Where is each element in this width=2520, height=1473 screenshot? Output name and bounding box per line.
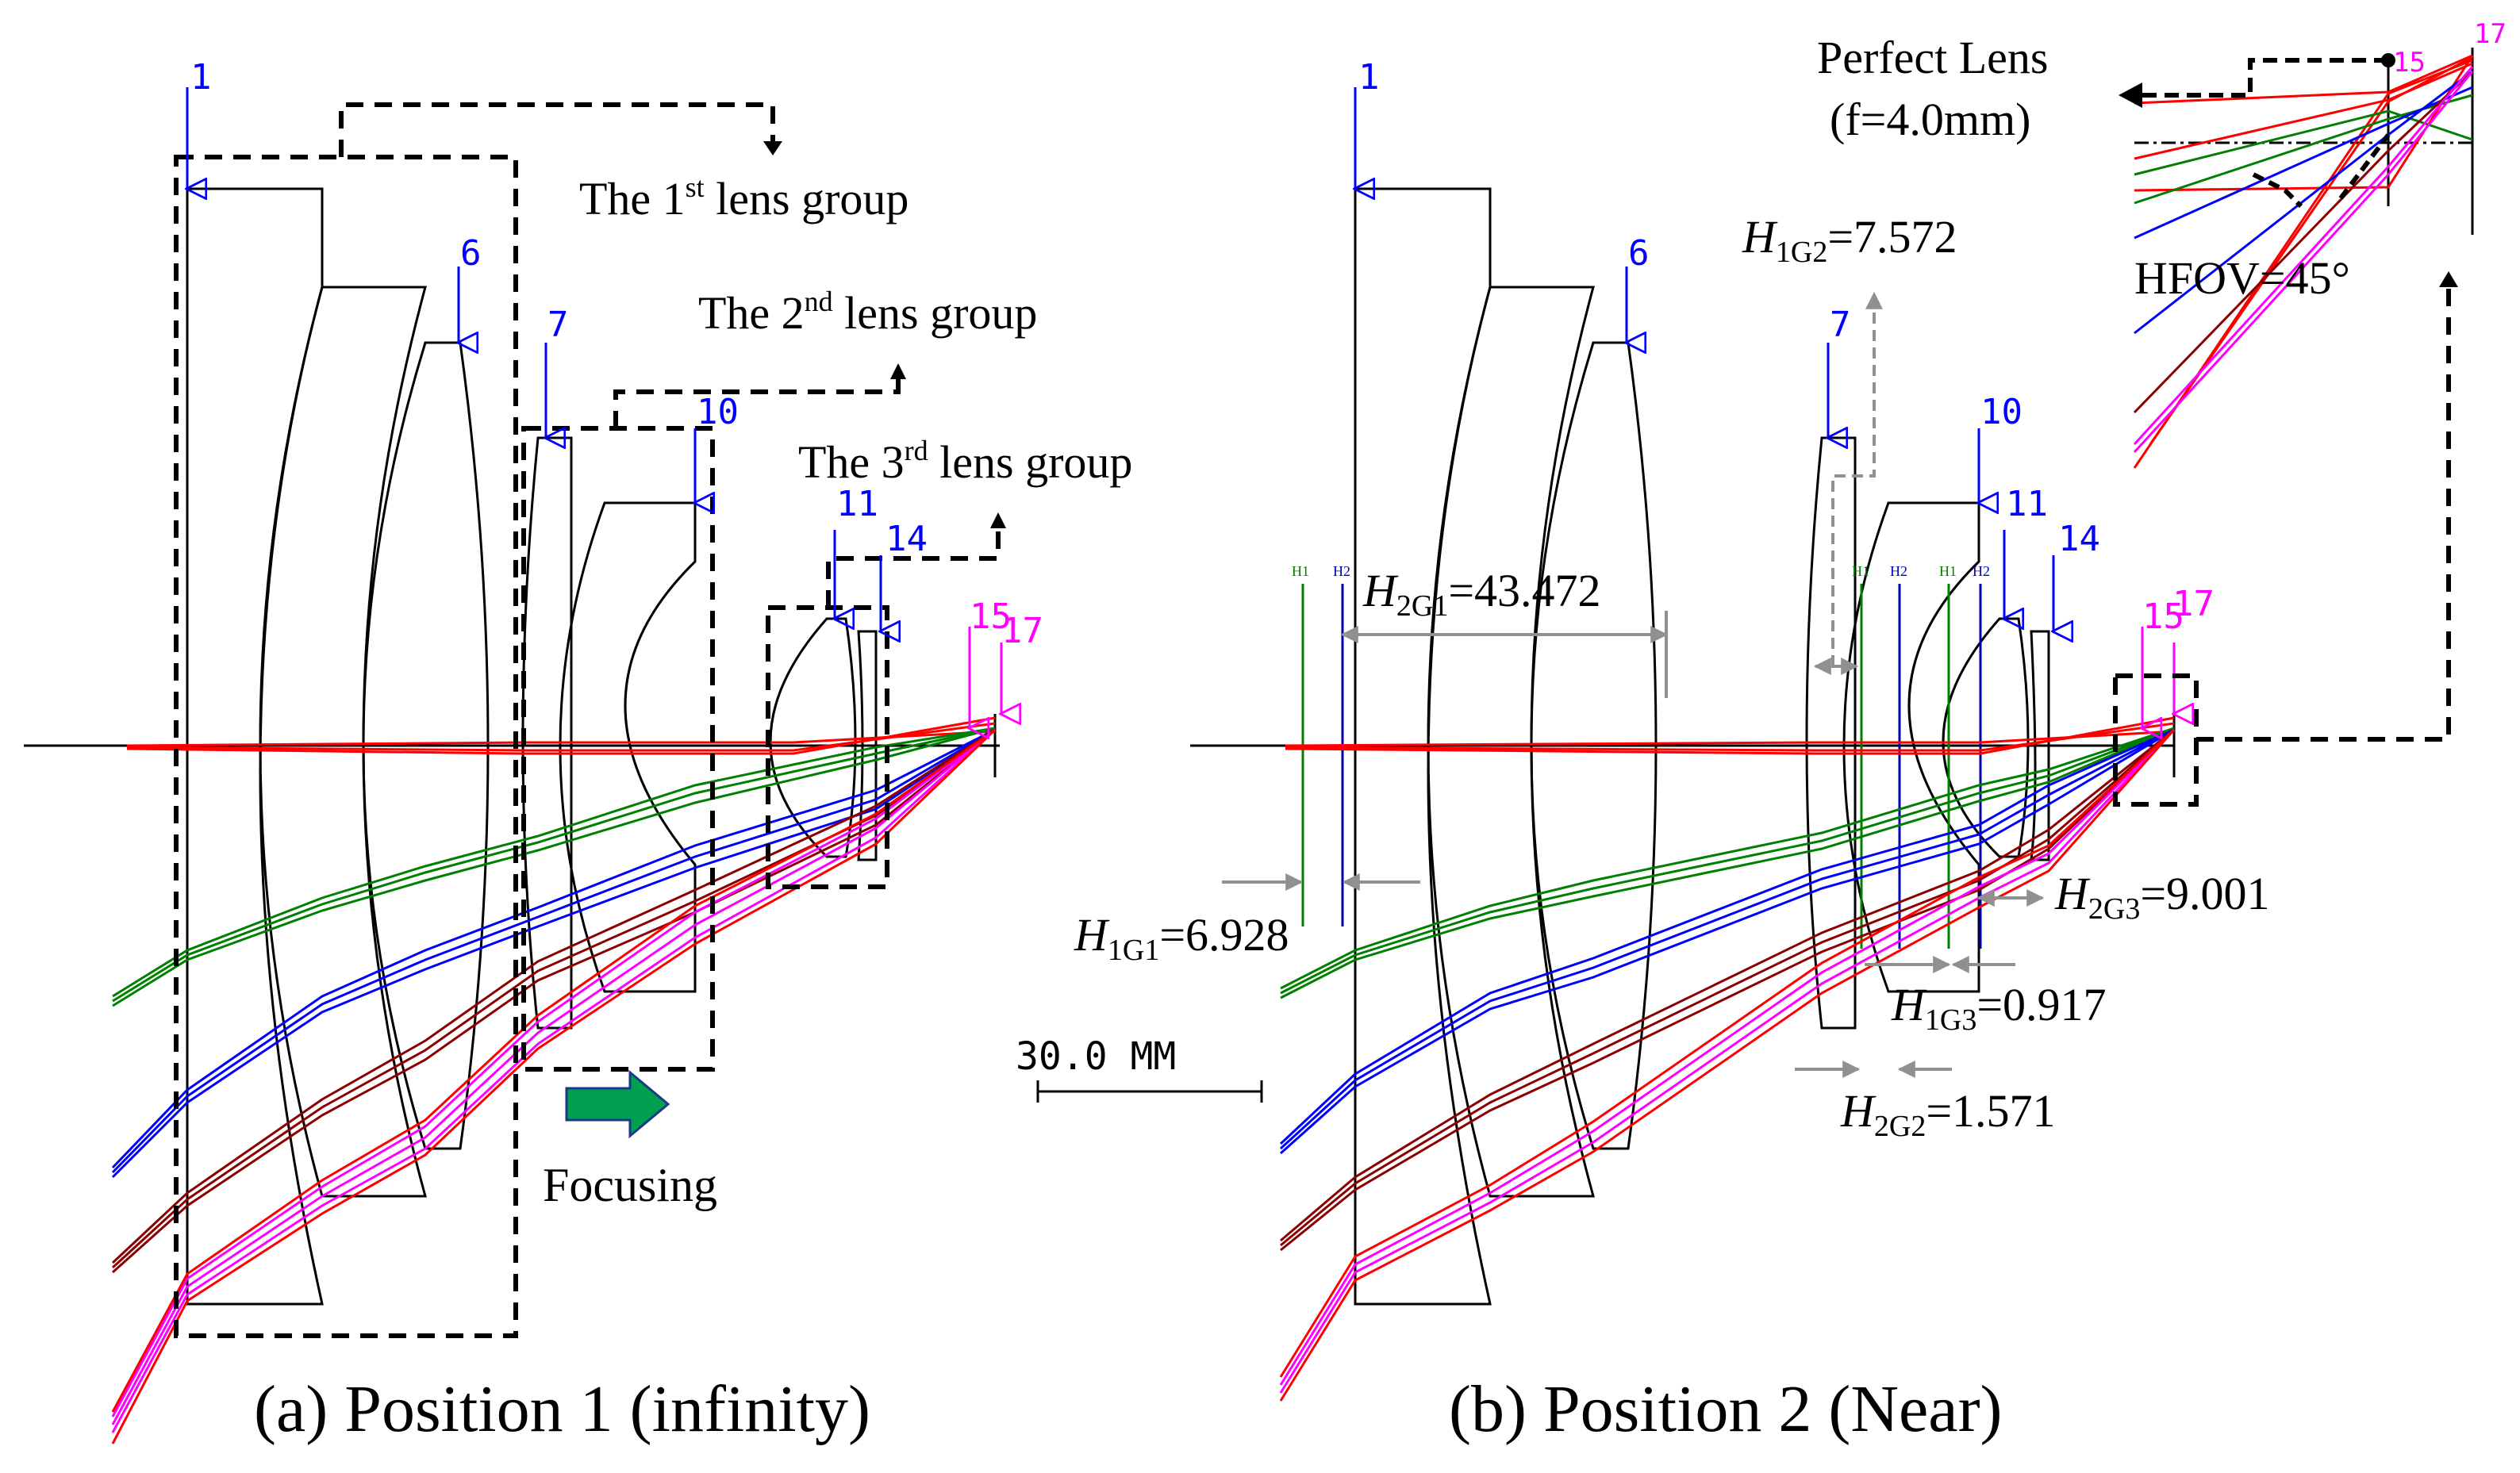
surface-label: 11 bbox=[2006, 484, 2048, 524]
plane-tag: H2 bbox=[1890, 563, 1907, 579]
principal-plane-tags: H1 H2 H1 H2 H1 H2 bbox=[1292, 563, 1990, 579]
dim-h1g1: H1G1=6.928 bbox=[1074, 909, 1289, 967]
scale-bar: 30.0 MM bbox=[1016, 1034, 1263, 1103]
plane-tag: H1 bbox=[1852, 563, 1869, 579]
surface-label: 1 bbox=[1358, 57, 1380, 98]
surface-label: 10 bbox=[1980, 392, 2023, 432]
surface-label: 14 bbox=[885, 519, 928, 559]
caption-right: (b) Position 2 (Near) bbox=[1449, 1372, 2003, 1446]
group2-label: The 2nd lens group bbox=[698, 286, 1037, 339]
surface-label: 17 bbox=[1001, 611, 1043, 651]
group1-box bbox=[174, 155, 518, 1338]
lens-element-3 bbox=[362, 341, 490, 1150]
inset-label-17: 17 bbox=[2474, 18, 2507, 50]
inset-label-15: 15 bbox=[2393, 47, 2426, 79]
inset-perfect-lens: 15 17 bbox=[2119, 18, 2507, 469]
surface-label: 7 bbox=[1830, 305, 1851, 345]
lens-element-6 bbox=[769, 617, 857, 858]
image-region-callout bbox=[2113, 282, 2451, 807]
dimension-labels: H1G2=7.572 H2G1=43.472 H1G1=6.928 H2G3=9… bbox=[1074, 211, 2270, 1143]
perfect-lens-label: Perfect Lens bbox=[1817, 32, 2048, 83]
surface-label: 15 bbox=[2142, 596, 2184, 637]
dimension-lines bbox=[1222, 291, 2045, 1078]
focusing-arrow-icon bbox=[565, 1069, 670, 1139]
hfov-label: HFOV=45° bbox=[2134, 252, 2350, 304]
surface-markers-left bbox=[187, 87, 1001, 728]
surface-label: 17 bbox=[2172, 584, 2215, 624]
principal-planes bbox=[1301, 584, 1982, 949]
ray-bundles-right bbox=[1279, 716, 2176, 1402]
lens-element-2 bbox=[259, 286, 427, 1198]
plane-tag: H1 bbox=[1292, 563, 1309, 579]
plane-tag: H2 bbox=[1333, 563, 1350, 579]
focusing-label: Focusing bbox=[543, 1159, 717, 1211]
surface-label: 1 bbox=[190, 57, 212, 98]
surface-label: 10 bbox=[697, 392, 739, 432]
surface-label: 11 bbox=[836, 484, 878, 524]
dim-h1g3: H1G3=0.917 bbox=[1891, 979, 2107, 1037]
scale-bar-label: 30.0 MM bbox=[1016, 1034, 1176, 1079]
ray-bundle-red-lower-left bbox=[111, 728, 997, 1444]
group-boxes-left bbox=[174, 102, 1001, 1338]
left-panel: 1 6 7 10 11 14 15 17 The 1st lens group … bbox=[24, 57, 1132, 1446]
perfect-lens-focal-label: (f=4.0mm) bbox=[1830, 94, 2030, 145]
group1-label: The 1st lens group bbox=[579, 171, 909, 224]
group3-label: The 3rd lens group bbox=[798, 435, 1132, 488]
ray-bundles-left bbox=[111, 716, 997, 1444]
dim-h2g3: H2G3=9.001 bbox=[2054, 868, 2270, 926]
surface-labels-right: 1 6 7 10 11 14 15 17 bbox=[1358, 57, 2215, 637]
plane-tag: H1 bbox=[1939, 563, 1957, 579]
caption-left: (a) Position 1 (infinity) bbox=[254, 1372, 870, 1446]
surface-label: 14 bbox=[2058, 519, 2100, 559]
dim-h2g2: H2G2=1.571 bbox=[1840, 1085, 2056, 1143]
lens-element-7 bbox=[857, 630, 878, 861]
group3-leader bbox=[826, 527, 1001, 608]
ray-bundle-axial-left bbox=[126, 716, 996, 755]
surface-label: 6 bbox=[1628, 233, 1650, 274]
dim-h2g1: H2G1=43.472 bbox=[1362, 565, 1601, 623]
surface-label: 6 bbox=[460, 233, 482, 274]
surface-labels-left: 1 6 7 10 11 14 15 17 bbox=[190, 57, 1043, 651]
surface-markers-right bbox=[1355, 87, 2174, 728]
dim-h1g2: H1G2=7.572 bbox=[1742, 211, 1957, 269]
lens-element-5 bbox=[559, 501, 697, 993]
surface-label: 15 bbox=[970, 596, 1012, 637]
lens-element-4 bbox=[521, 436, 573, 1030]
inset-leader bbox=[2134, 58, 2388, 98]
plane-tag: H2 bbox=[1973, 563, 1990, 579]
group2-leader bbox=[613, 374, 901, 428]
surface-label: 7 bbox=[547, 305, 569, 345]
lens-elements-right bbox=[1354, 187, 2176, 1306]
right-panel: H1 H2 H1 H2 H1 H2 bbox=[1074, 18, 2507, 1446]
ray-bundle-green-left bbox=[112, 727, 996, 1007]
ray-bundle-magenta-left bbox=[111, 728, 997, 1433]
group1-leader bbox=[339, 102, 775, 157]
